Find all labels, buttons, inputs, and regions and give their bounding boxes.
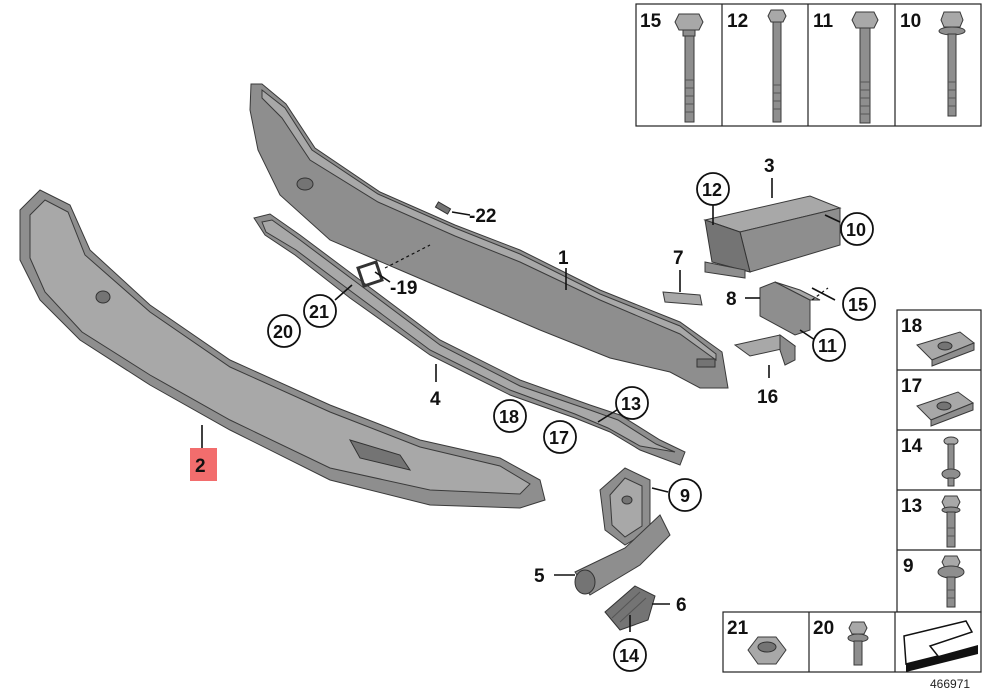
mounting-bracket bbox=[703, 195, 842, 279]
navigation-arrow-icon bbox=[903, 620, 978, 672]
cover-cap bbox=[604, 585, 656, 631]
callout-1: 1 bbox=[558, 248, 569, 269]
callout-3: 3 bbox=[764, 156, 775, 177]
callout-12: 12 bbox=[702, 180, 722, 200]
lower-support-strip bbox=[253, 213, 686, 466]
callout-21: 21 bbox=[309, 302, 329, 322]
callout-9: 9 bbox=[680, 486, 690, 506]
callout-13: 13 bbox=[621, 394, 641, 414]
callout-8: 8 bbox=[726, 289, 737, 310]
clip-nut-icon bbox=[916, 391, 975, 427]
top-box-label-2: 11 bbox=[813, 11, 834, 32]
callout-17: 17 bbox=[549, 428, 569, 448]
callout-circle bbox=[812, 328, 846, 362]
side-box-label-4: 9 bbox=[903, 556, 914, 577]
callout-circle bbox=[303, 294, 337, 328]
side-box-label-1: 17 bbox=[901, 376, 922, 397]
callout-circle bbox=[493, 399, 527, 433]
side-box-label-3: 13 bbox=[901, 496, 922, 517]
diagram-reference-number: 466971 bbox=[930, 677, 970, 691]
callout-10: 10 bbox=[846, 220, 866, 240]
callout-11: 11 bbox=[818, 336, 837, 356]
top-box-label-0: 15 bbox=[640, 11, 662, 32]
bottom-box-label-0: 21 bbox=[727, 618, 749, 639]
bottom-fastener-box: 21 20 bbox=[722, 611, 982, 673]
nut-icon bbox=[747, 636, 787, 665]
callout-4: 4 bbox=[430, 389, 441, 410]
callout-18: 18 bbox=[499, 407, 519, 427]
bolt-icon bbox=[847, 621, 869, 666]
callout-16: 16 bbox=[757, 387, 778, 408]
bottom-box-label-1: 20 bbox=[813, 618, 834, 639]
front-trim-panel bbox=[19, 189, 546, 509]
callout-5: 5 bbox=[534, 566, 545, 587]
callout-circle bbox=[543, 420, 577, 454]
callout-circle bbox=[842, 287, 876, 321]
highlight-badge bbox=[190, 448, 217, 481]
callout-circle bbox=[840, 212, 874, 246]
callout-2: 2 bbox=[195, 456, 206, 477]
top-fastener-box: 15 12 11 10 bbox=[635, 3, 982, 127]
bolt-icon bbox=[938, 11, 966, 117]
bolt-icon bbox=[851, 11, 879, 124]
clip-nut-icon bbox=[916, 331, 975, 367]
bolt-icon bbox=[674, 13, 704, 123]
angle-bracket bbox=[759, 281, 821, 336]
small-clip bbox=[662, 291, 703, 306]
bolt-icon bbox=[941, 436, 961, 487]
callout-circle bbox=[267, 314, 301, 348]
callout-circle bbox=[613, 638, 647, 672]
callouts: 1 2 3 4 5 6 7 8 9 10 11 12 13 14 15 16 1… bbox=[190, 156, 876, 672]
callout-22: -22 bbox=[469, 206, 496, 227]
callout-circle bbox=[696, 172, 730, 206]
callout-6: 6 bbox=[676, 595, 687, 616]
bolt-icon bbox=[767, 9, 787, 123]
side-box-label-2: 14 bbox=[901, 436, 923, 457]
callout-circle bbox=[668, 478, 702, 512]
callout-20: 20 bbox=[273, 322, 293, 342]
callout-7: 7 bbox=[673, 248, 684, 269]
side-box-label-0: 18 bbox=[901, 316, 922, 337]
callout-19: -19 bbox=[390, 278, 417, 299]
callout-15: 15 bbox=[848, 295, 868, 315]
bolt-icon bbox=[937, 555, 965, 608]
bolt-icon bbox=[941, 495, 961, 548]
retainer-loop bbox=[356, 260, 384, 288]
leader-lines bbox=[201, 178, 841, 632]
top-box-label-1: 12 bbox=[727, 11, 748, 32]
callout-circle bbox=[615, 386, 649, 420]
callout-14: 14 bbox=[619, 646, 639, 666]
side-fastener-box: 18 17 14 13 9 bbox=[896, 309, 982, 613]
tow-socket bbox=[574, 514, 671, 596]
bumper-carrier-beam bbox=[249, 83, 729, 389]
pin bbox=[434, 201, 452, 215]
clip-bracket bbox=[733, 334, 797, 366]
top-box-label-3: 10 bbox=[900, 11, 921, 32]
